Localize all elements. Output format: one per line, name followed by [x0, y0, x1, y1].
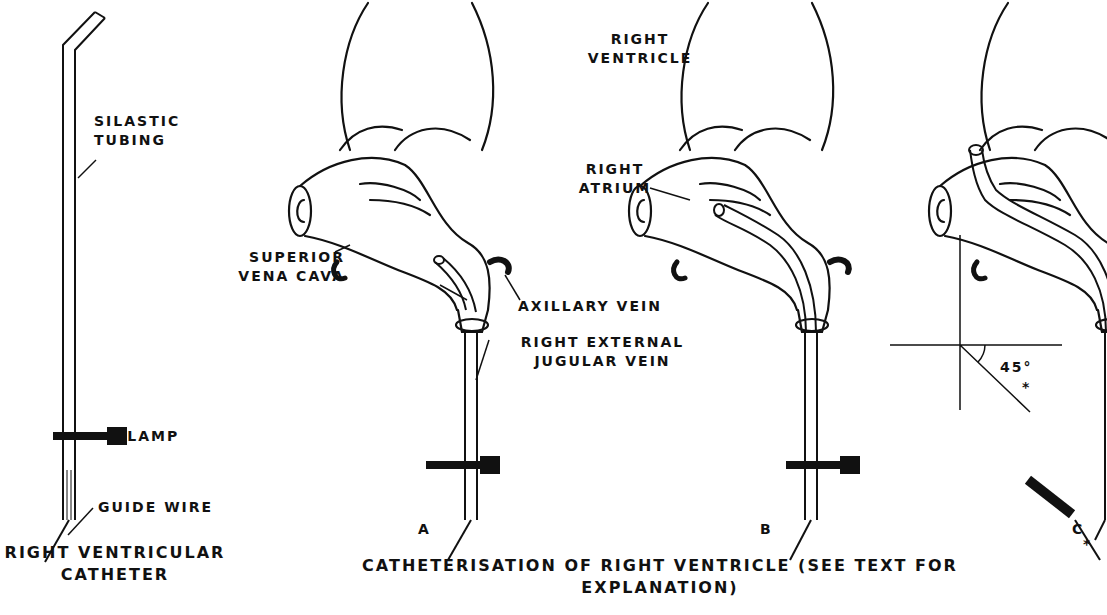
- part-label: RIGHT EXTERNAL JUGULAR VEIN: [485, 333, 720, 371]
- part-label: B: [760, 520, 780, 539]
- part-label: GUIDE WIRE: [98, 498, 228, 517]
- part-label: RIGHT VENTRICLE: [575, 30, 705, 68]
- part-label: A: [418, 520, 438, 539]
- part-label: AXILLARY VEIN: [518, 297, 688, 316]
- figure-caption: CATHETERISATION OF RIGHT VENTRICLE (SEE …: [300, 555, 1020, 599]
- part-label: SUPERIOR VENA CAVA: [215, 248, 345, 286]
- part-label: *: [1083, 535, 1103, 554]
- part-label: 45°: [1000, 358, 1050, 377]
- part-label: RIGHT ATRIUM: [575, 160, 655, 198]
- part-label: *: [1022, 378, 1042, 397]
- part-label: RIGHT VENTRICULAR CATHETER: [4, 542, 226, 586]
- part-label: SILASTIC TUBING: [94, 112, 174, 150]
- part-label: CLAMP: [115, 427, 205, 446]
